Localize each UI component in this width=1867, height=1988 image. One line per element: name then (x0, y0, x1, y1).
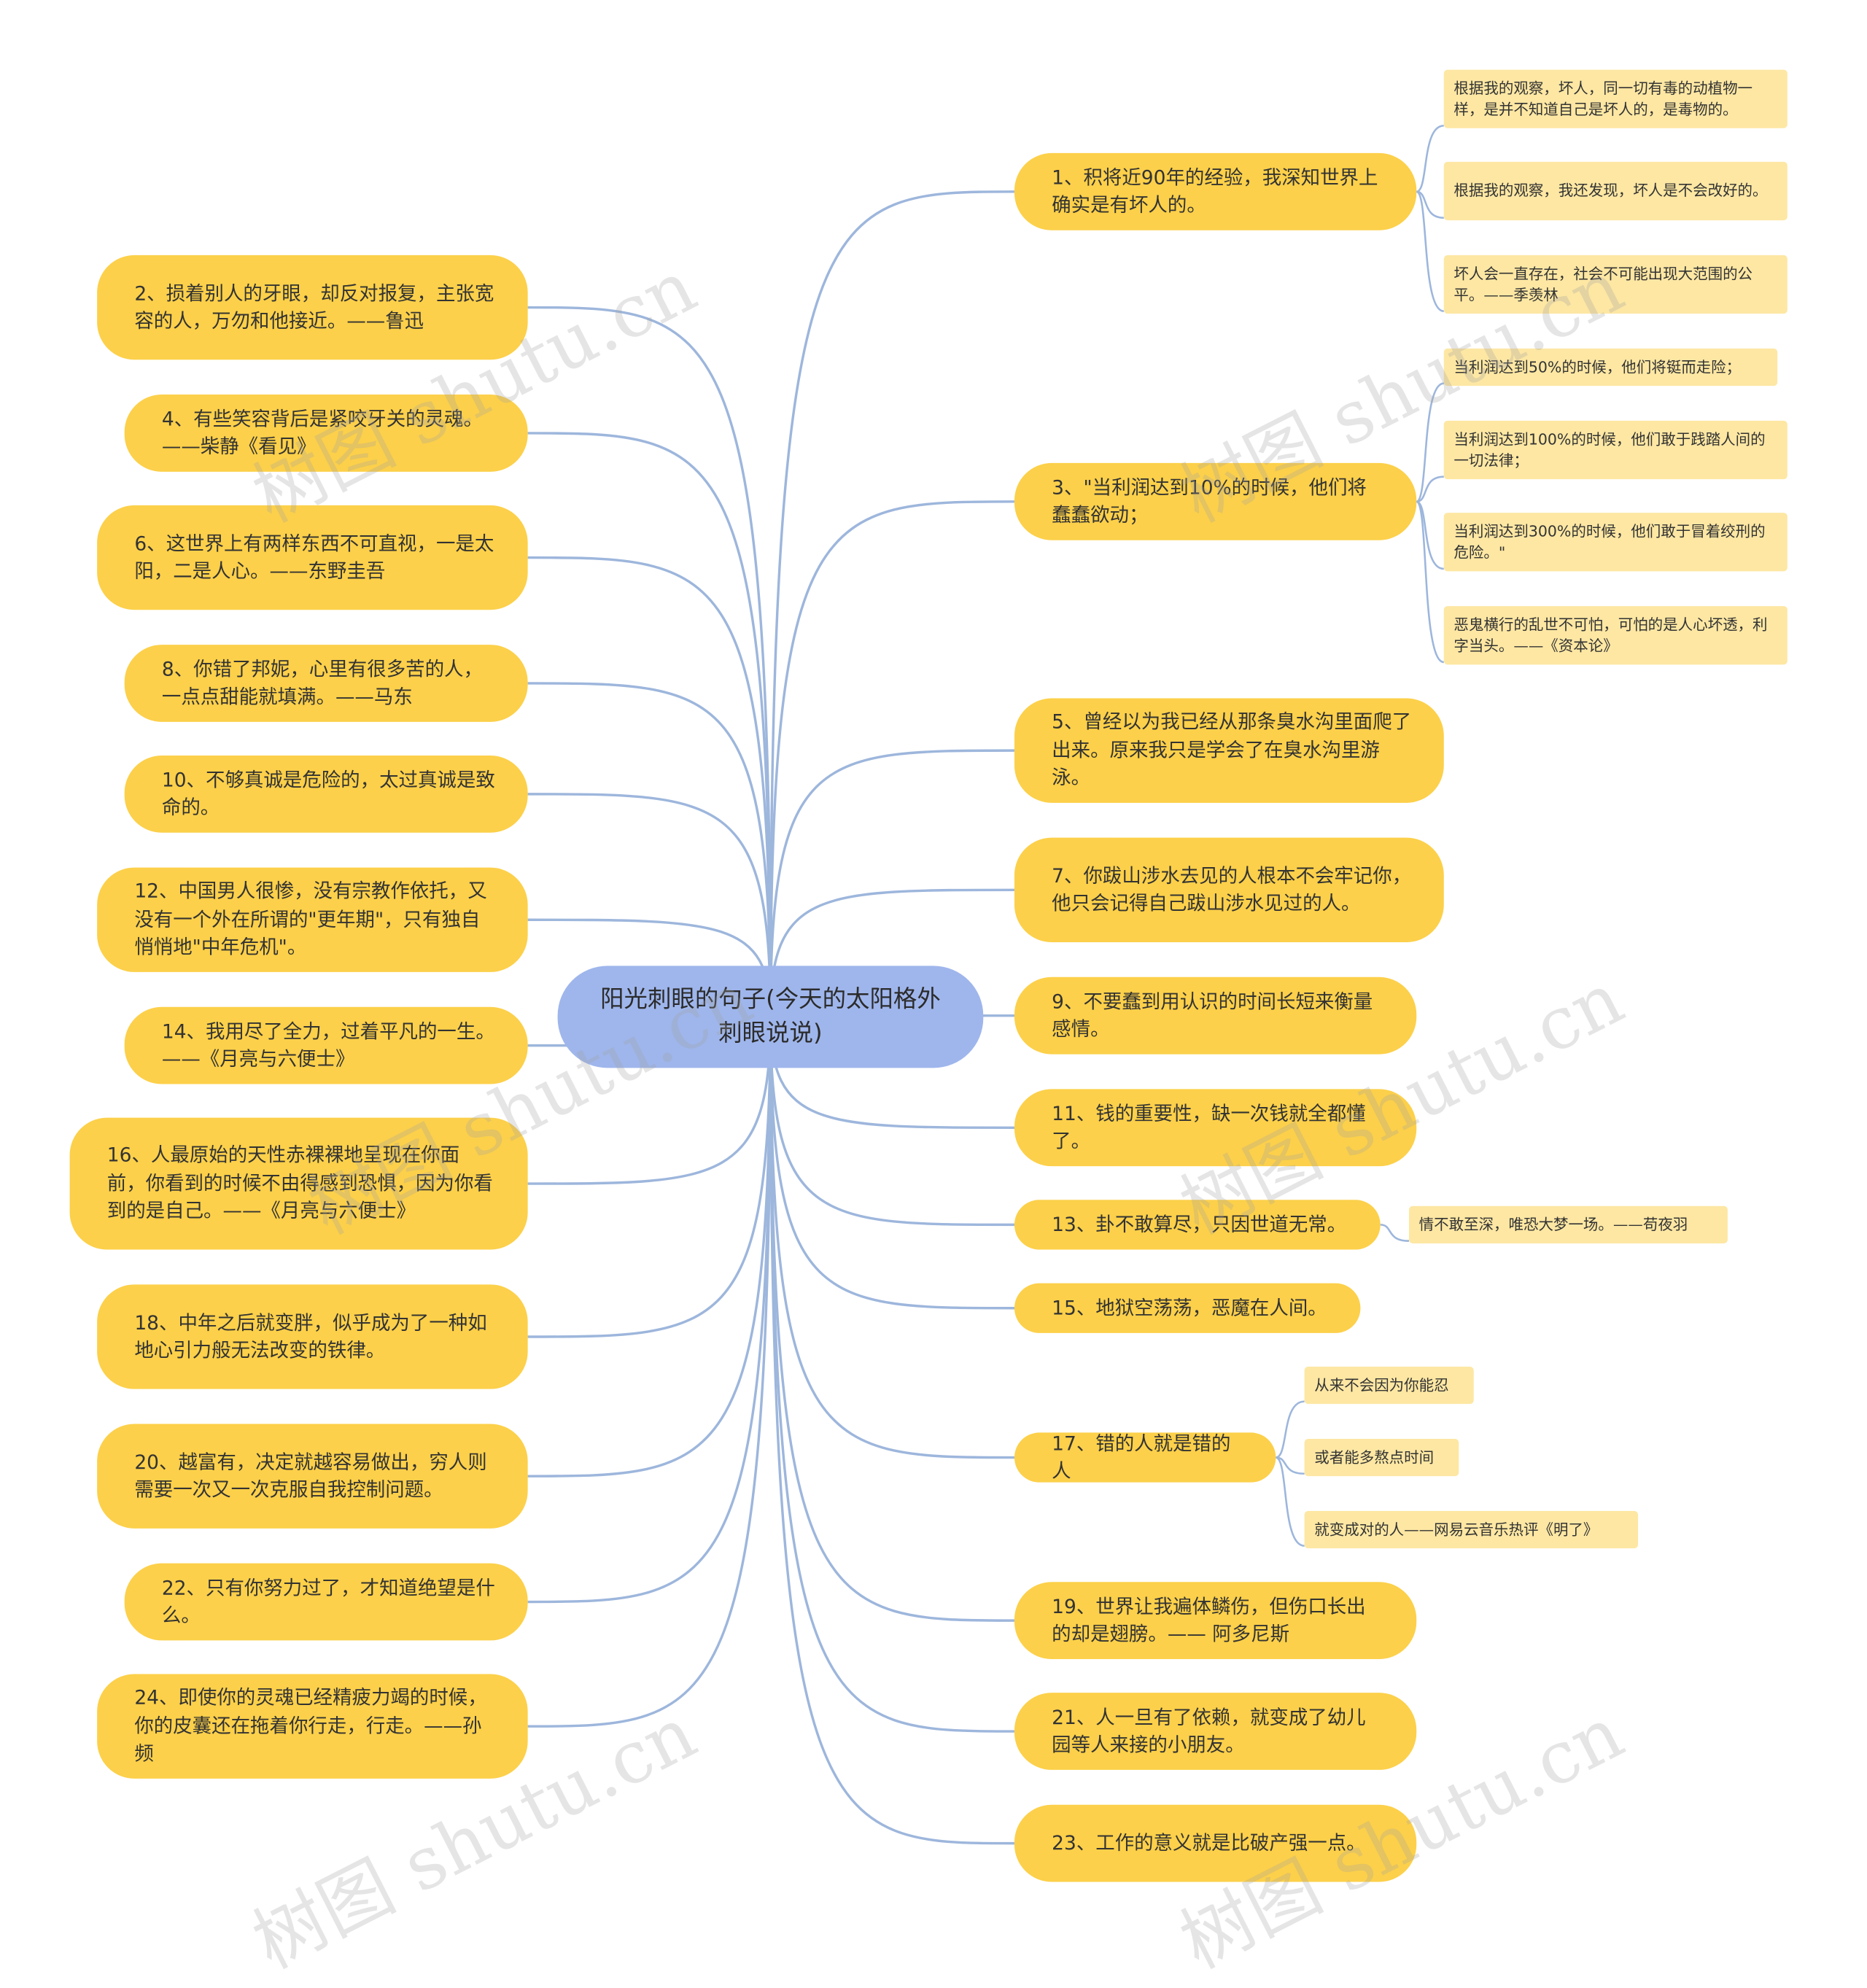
topic-right-7[interactable]: 7、你跋山涉水去见的人根本不会牢记你，他只会记得自己跋山涉水见过的人。 (1014, 837, 1444, 942)
edge-1-to-b (1416, 190, 1444, 219)
topic-left-6[interactable]: 6、这世界上有两样东西不可直视，一是太阳，二是人心。——东野圭吾 (97, 505, 528, 610)
edge-root-to-left-18 (527, 1017, 772, 1338)
edge-root-to-left-2 (527, 306, 772, 1017)
topic-right-3[interactable]: 3、"当利润达到10%的时候，他们将蠢蠢欲动； (1014, 462, 1417, 540)
edge-1-to-c (1416, 190, 1445, 312)
edge-13-to-a (1380, 1224, 1409, 1242)
topic-left-4[interactable]: 4、有些笑容背后是紧咬牙关的灵魂。——柴静《看见》 (124, 395, 528, 472)
edge-root-to-left-20 (527, 1017, 772, 1478)
topic-right-1[interactable]: 1、积将近90年的经验，我深知世界上确实是有坏人的。 (1014, 152, 1417, 230)
subtopic-3-b[interactable]: 当利润达到100%的时候，他们敢于践踏人间的一切法律； (1443, 420, 1788, 480)
topic-right-13[interactable]: 13、卦不敢算尽，只因世道无常。 (1014, 1200, 1381, 1250)
subtopic-17-c[interactable]: 就变成对的人——网易云音乐热评《明了》 (1304, 1510, 1639, 1549)
edge-root-to-left-24 (527, 1017, 772, 1728)
topic-right-23[interactable]: 23、工作的意义就是比破产强一点。 (1014, 1804, 1417, 1882)
root-topic[interactable]: 阳光刺眼的句子(今天的太阳格外刺眼说说) (557, 966, 984, 1068)
edge-17-to-a (1275, 1400, 1305, 1459)
topic-right-21[interactable]: 21、人一旦有了依赖，就变成了幼儿园等人来接的小朋友。 (1014, 1693, 1417, 1770)
topic-left-18[interactable]: 18、中年之后就变胖，似乎成为了一种如地心引力般无法改变的铁律。 (97, 1284, 528, 1389)
edge-root-to-right-23 (769, 1017, 1014, 1845)
topic-right-5[interactable]: 5、曾经以为我已经从那条臭水沟里面爬了出来。原来我只是学会了在臭水沟里游泳。 (1014, 698, 1444, 803)
edge-root-to-left-6 (527, 556, 772, 1017)
subtopic-1-a[interactable]: 根据我的观察，坏人，同一切有毒的动植物一样，是并不知道自己是坏人的，是毒物的。 (1443, 69, 1788, 128)
topic-left-20[interactable]: 20、越富有，决定就越容易做出，穷人则需要一次又一次克服自我控制问题。 (97, 1424, 528, 1529)
edge-root-to-left-22 (527, 1017, 772, 1604)
subtopic-13-a[interactable]: 情不敢至深，唯恐大梦一场。——苟夜羽 (1408, 1205, 1728, 1243)
topic-left-10[interactable]: 10、不够真诚是危险的，太过真诚是致命的。 (124, 755, 528, 833)
topic-right-9[interactable]: 9、不要蠢到用认识的时间长短来衡量感情。 (1014, 976, 1417, 1055)
edge-root-to-right-13 (769, 1017, 1014, 1227)
edge-root-to-right-17 (769, 1017, 1014, 1459)
topic-right-11[interactable]: 11、钱的重要性，缺一次钱就全都懂了。 (1014, 1089, 1417, 1167)
topic-left-8[interactable]: 8、你错了邦妮，心里有很多苦的人，一点点甜能就填满。——马东 (124, 645, 528, 722)
subtopic-17-a[interactable]: 从来不会因为你能忍 (1304, 1366, 1474, 1405)
edge-3-to-b (1416, 475, 1444, 503)
edge-3-to-d (1415, 500, 1445, 664)
topic-left-2[interactable]: 2、损着别人的牙眼，却反对报复，主张宽容的人，万勿和他接近。——鲁迅 (97, 255, 528, 360)
topic-left-24[interactable]: 24、即使你的灵魂已经精疲力竭的时候，你的皮囊还在拖着你行走，行走。——孙频 (97, 1674, 528, 1779)
subtopic-1-b[interactable]: 根据我的观察，我还发现，坏人是不会改好的。 (1443, 161, 1788, 221)
edge-root-to-right-5 (769, 749, 1014, 1017)
edge-root-to-left-16 (527, 1017, 772, 1185)
subtopic-3-a[interactable]: 当利润达到50%的时候，他们将铤而走险； (1443, 348, 1778, 387)
edge-3-to-a (1416, 382, 1445, 503)
topic-left-22[interactable]: 22、只有你努力过了，才知道绝望是什么。 (124, 1563, 528, 1641)
edge-3-to-c (1416, 500, 1445, 570)
edge-17-to-b (1276, 1456, 1305, 1475)
topic-right-19[interactable]: 19、世界让我遍体鳞伤，但伤口长出的却是翅膀。—— 阿多尼斯 (1014, 1582, 1417, 1660)
edge-root-to-right-3 (769, 500, 1014, 1017)
edge-17-to-c (1275, 1456, 1305, 1548)
edge-root-to-left-8 (527, 682, 772, 1017)
topic-left-12[interactable]: 12、中国男人很惨，没有宗教作依托，又没有一个外在所谓的"更年期"，只有独自悄悄… (97, 867, 528, 972)
subtopic-1-c[interactable]: 坏人会一直存在，社会不可能出现大范围的公平。——季羡林 (1443, 255, 1788, 314)
topic-left-14[interactable]: 14、我用尽了全力，过着平凡的一生。——《月亮与六便士》 (124, 1006, 528, 1084)
edge-root-to-right-15 (769, 1017, 1014, 1310)
edge-root-to-right-21 (769, 1017, 1014, 1733)
edge-1-to-a (1416, 125, 1445, 193)
subtopic-3-c[interactable]: 当利润达到300%的时候，他们敢于冒着绞刑的危险。" (1443, 513, 1788, 572)
topic-right-15[interactable]: 15、地狱空荡荡，恶魔在人间。 (1014, 1283, 1361, 1333)
topic-left-16[interactable]: 16、人最原始的天性赤裸裸地呈现在你面前，你看到的时候不由得感到恐惧，因为你看到… (69, 1117, 528, 1250)
edge-root-to-right-1 (769, 190, 1014, 1017)
subtopic-17-b[interactable]: 或者能多熬点时间 (1304, 1438, 1459, 1477)
topic-right-17[interactable]: 17、错的人就是错的人 (1014, 1432, 1276, 1483)
subtopic-3-d[interactable]: 恶鬼横行的乱世不可怕，可怕的是人心坏透，利字当头。——《资本论》 (1443, 606, 1788, 665)
edge-root-to-left-10 (527, 793, 772, 1017)
edge-root-to-left-4 (527, 432, 772, 1017)
